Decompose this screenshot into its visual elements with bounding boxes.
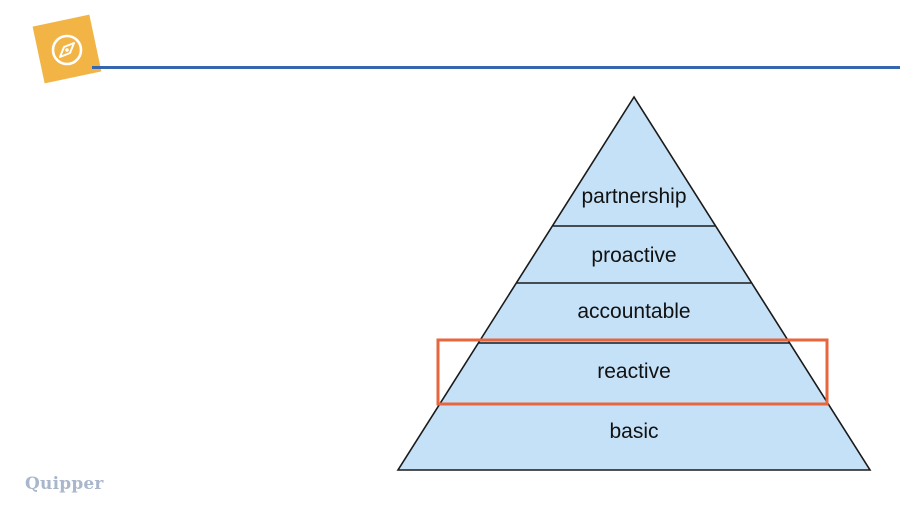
tier-label-proactive: proactive xyxy=(591,244,676,267)
tier-label-accountable: accountable xyxy=(577,300,690,323)
compass-badge xyxy=(32,14,102,84)
brand-logo: Quipper xyxy=(25,474,104,494)
highlight-box xyxy=(436,338,829,406)
tier-label-partnership: partnership xyxy=(581,185,686,208)
header-rule xyxy=(92,66,900,69)
tier-label-reactive: reactive xyxy=(597,360,671,383)
tier-label-basic: basic xyxy=(609,420,658,443)
compass-icon xyxy=(51,34,83,66)
